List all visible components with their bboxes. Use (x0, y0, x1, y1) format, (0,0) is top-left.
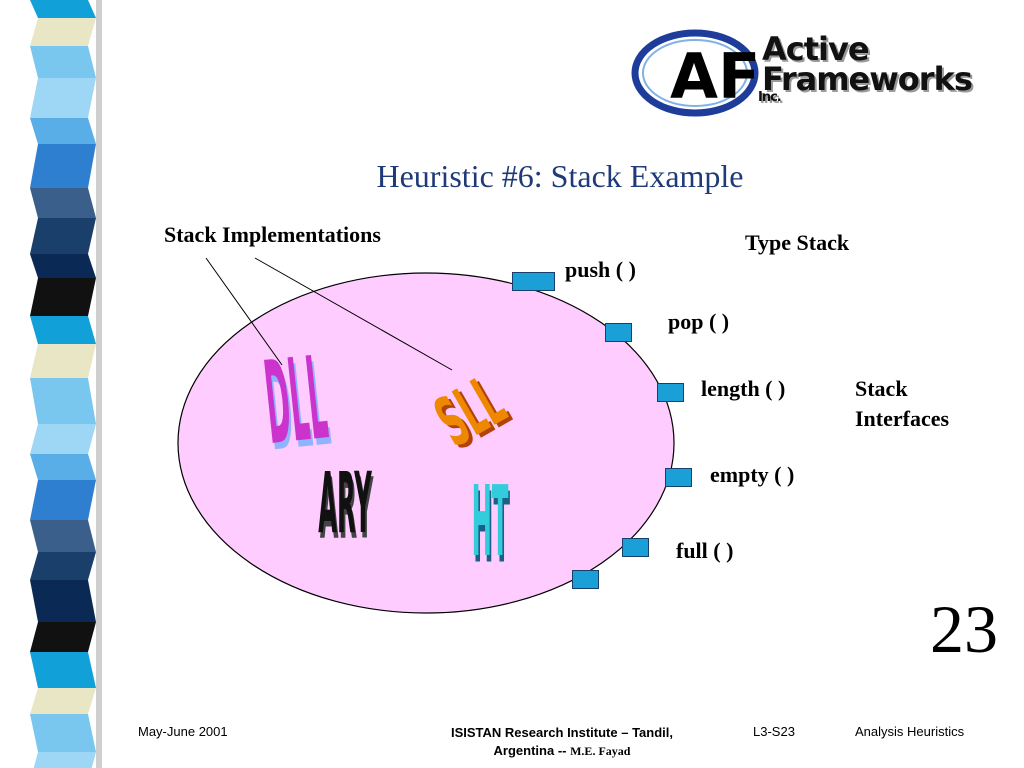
footer-course: Analysis Heuristics (855, 724, 965, 739)
stack-interfaces-label-line2: Interfaces (855, 406, 950, 431)
pointer-line-dll (205, 257, 283, 366)
port-empty (665, 468, 692, 487)
port-length (657, 383, 684, 402)
implementation-ary-shadow: ARY (320, 460, 374, 558)
method-full: full ( ) (676, 538, 734, 563)
implementation-ht-shadow: HT (473, 472, 510, 585)
type-stack-label: Type Stack (745, 230, 850, 255)
pointer-line-sll (254, 257, 453, 371)
footer-slide-id: L3-S23 (753, 724, 795, 739)
footer-author: M.E. Fayad (570, 744, 631, 758)
footer-date: May-June 2001 (138, 724, 228, 739)
type-ellipse (177, 272, 675, 614)
stack-implementations-label: Stack Implementations (164, 222, 381, 247)
page-number: 23 (930, 591, 998, 667)
implementation-ary-text: ARY (318, 455, 372, 553)
logo-emblem-icon: AF (631, 29, 760, 117)
method-empty: empty ( ) (710, 462, 795, 487)
port-full (622, 538, 649, 557)
decorative-stripe (30, 0, 102, 768)
footer-institute: ISISTAN Research Institute – Tandil, Arg… (437, 724, 687, 760)
method-pop: pop ( ) (668, 309, 730, 334)
logo-line-inc: Inc. (758, 90, 782, 105)
implementation-dll-text: DLL (259, 332, 333, 471)
logo-line-active: Active (762, 30, 870, 68)
port-unlabeled (572, 570, 599, 589)
method-push: push ( ) (565, 257, 636, 282)
implementation-ht-text: HT (472, 466, 509, 579)
company-logo: AF Active Frameworks Inc. (630, 28, 1000, 118)
slide-title: Heuristic #6: Stack Example (376, 158, 744, 194)
footer-institute-line1: ISISTAN Research Institute – Tandil, (450, 725, 673, 740)
port-pop (605, 323, 632, 342)
stack-interfaces-label-line1: Stack (855, 376, 908, 401)
footer-institute-line2: Argentina -- (493, 743, 567, 758)
method-length: length ( ) (701, 376, 786, 401)
logo-line-frameworks: Frameworks (762, 60, 973, 98)
port-push (512, 272, 555, 291)
logo-mark: AF (670, 40, 760, 113)
implementation-dll-shadow: DLL (261, 338, 335, 477)
